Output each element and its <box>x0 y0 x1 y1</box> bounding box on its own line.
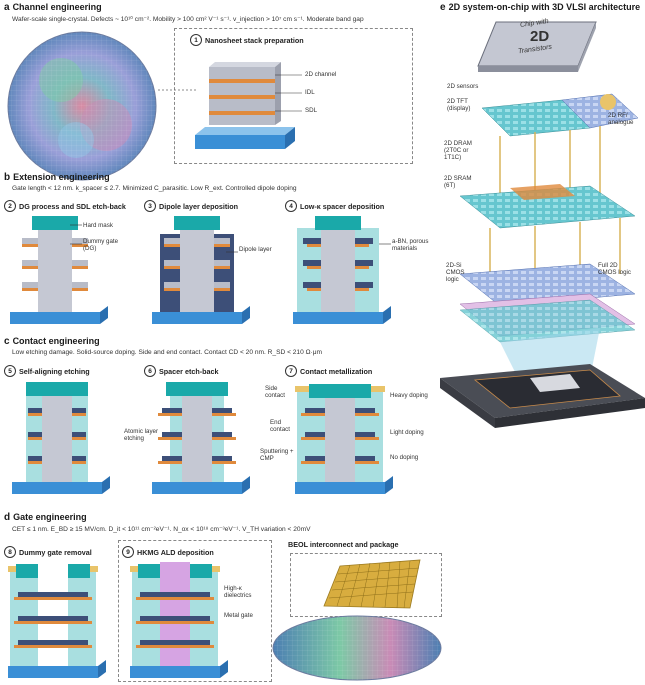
label-2d-rf: 2D RF/ analogue <box>608 112 634 127</box>
leader-lines-step2 <box>70 224 82 245</box>
label-sdl: SDL <box>305 107 318 114</box>
label-light-doping: Light doping <box>390 429 424 436</box>
label-atomic-layer-etching: Atomic layer etching <box>124 428 159 443</box>
nanosheet-stack-diagram <box>195 62 302 149</box>
section-c-desc: Low etching damage. Solid-source doping.… <box>12 349 323 356</box>
section-d-desc: CET ≤ 1 nm. E_BD ≥ 15 MV/cm. D_it < 10¹¹… <box>12 526 311 533</box>
label-2d-channel: 2D channel <box>305 71 337 78</box>
section-a-desc: Wafer-scale single-crystal. Defects ~ 10… <box>12 16 364 23</box>
label-heavy-doping: Heavy doping <box>390 392 428 399</box>
label-idl: IDL <box>305 89 315 96</box>
label-abn: a-BN, porous materials <box>392 238 429 253</box>
label-side-contact: Side contact <box>265 385 285 400</box>
label-dummy-gate: Dummy gate (DG) <box>83 238 119 253</box>
device-step5 <box>12 382 110 494</box>
leader-line-abn <box>379 243 391 245</box>
label-full-2d-cmos: Full 2D CMOS logic <box>598 262 632 277</box>
device-step2 <box>10 216 108 324</box>
chip-icon <box>477 21 597 72</box>
label-metal-gate: Metal gate <box>224 612 253 619</box>
device-step3 <box>152 216 250 324</box>
leader-line <box>158 89 198 91</box>
label-2d-sram: 2D SRAM (6T) <box>444 175 472 190</box>
leader-line-dipole <box>226 251 238 253</box>
label-end-contact: End contact <box>270 419 290 434</box>
label-high-k: High-κ dielectrics <box>224 585 252 600</box>
label-2d-dram: 2D DRAM (2T0C or 1T1C) <box>444 140 472 162</box>
3d-vlsi-diagram <box>440 93 645 428</box>
wafer-image <box>7 31 157 181</box>
label-dipole-layer: Dipole layer <box>239 246 272 253</box>
label-2d-si-cmos: 2D-Si CMOS logic <box>446 262 465 284</box>
device-step4 <box>293 216 391 324</box>
step9-box <box>118 540 272 682</box>
device-step8 <box>8 562 106 678</box>
label-no-doping: No doping <box>390 454 419 461</box>
label-2d-sensors: 2D sensors <box>447 83 479 90</box>
section-b-desc: Gate length < 12 nm. k_spacer ≤ 2.7. Min… <box>12 185 297 192</box>
beol-chip-grid <box>323 559 421 609</box>
device-step6 <box>152 382 250 494</box>
wafer-image-small <box>272 615 442 681</box>
label-hard-mask: Hard mask <box>83 222 113 229</box>
chip-text-line2: 2D <box>530 28 550 45</box>
label-2d-tft: 2D TFT (display) <box>447 98 471 113</box>
device-step9 <box>130 562 228 678</box>
label-sputtering-cmp: Sputtering + CMP <box>260 448 294 463</box>
device-step7 <box>295 384 393 494</box>
step1-box <box>174 28 413 164</box>
beol-title: BEOL interconnect and package <box>288 540 399 549</box>
